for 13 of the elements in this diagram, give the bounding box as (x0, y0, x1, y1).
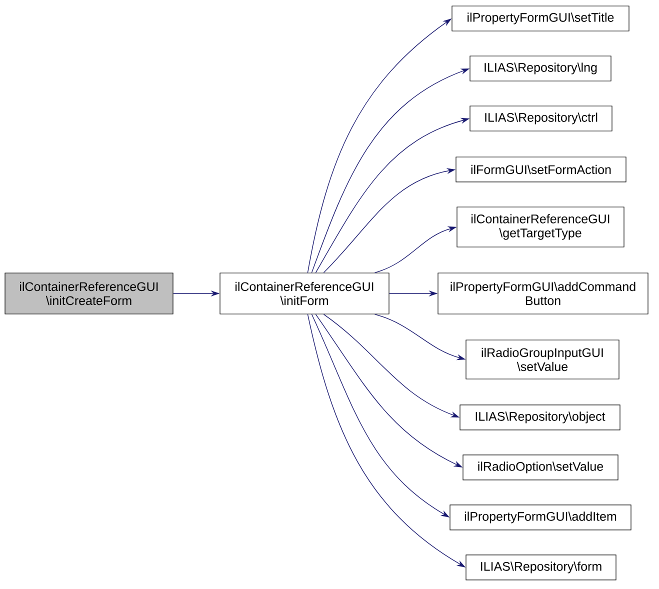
function-box: ilPropertyFormGUI\setTitle (452, 6, 630, 32)
function-box: ILIAS\Repository\ctrl (470, 106, 612, 132)
function-box: ilPropertyFormGUI\addCommand Button (438, 272, 648, 314)
function-box: ILIAS\Repository\form (466, 554, 616, 580)
function-box: ilFormGUI\setFormAction (456, 156, 626, 182)
function-box: ILIAS\Repository\object (460, 404, 620, 430)
function-box: ilContainerReferenceGUI \initCreateForm (4, 272, 174, 314)
function-box: ilContainerReferenceGUI \initForm (220, 272, 390, 314)
function-box: ILIAS\Repository\lng (470, 56, 612, 82)
function-box: ilRadioGroupInputGUI \setValue (466, 340, 620, 380)
function-box: ilRadioOption\setValue (462, 454, 618, 480)
function-box: ilPropertyFormGUI\addItem (450, 504, 632, 530)
function-box: ilContainerReferenceGUI \getTargetType (456, 206, 624, 248)
